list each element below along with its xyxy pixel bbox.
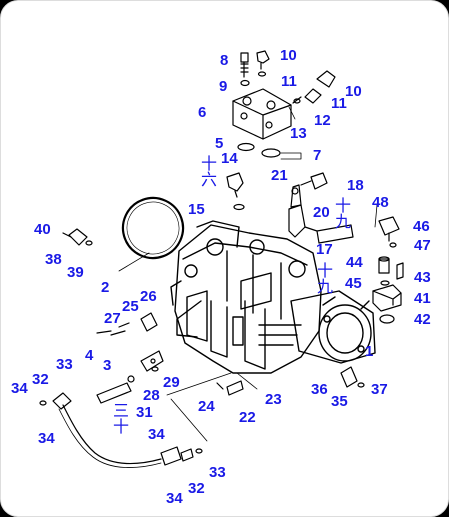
callout-23: 23 — [265, 391, 282, 408]
gasket-ring — [121, 196, 185, 260]
o-ring-5 — [237, 142, 255, 152]
callout-18: 18 — [347, 177, 364, 194]
callout-25: 25 — [122, 298, 139, 315]
callout-34-bottom: 34 — [166, 490, 183, 507]
callout-34-lower-left: 34 — [38, 430, 55, 447]
callout-34-mid: 34 — [148, 426, 165, 443]
right-side-parts — [372, 204, 404, 324]
callout-10-upper: 10 — [280, 47, 297, 64]
callout-33-left: 33 — [56, 356, 73, 373]
callout-48: 48 — [372, 194, 389, 211]
callout-32-left: 32 — [32, 371, 49, 388]
callout-11-upper: 11 — [281, 73, 297, 90]
kanji-callout-19-lower: 十 九 — [317, 261, 334, 296]
callout-13: 13 — [290, 125, 307, 142]
kanji-callout-30: 三 十 — [113, 401, 130, 436]
callout-15: 15 — [188, 201, 205, 218]
callout-42: 42 — [414, 311, 431, 328]
callout-1: 1 — [365, 343, 374, 360]
callout-6: 6 — [198, 104, 207, 121]
callout-2: 2 — [101, 279, 110, 296]
callout-47: 47 — [414, 237, 431, 254]
callout-29: 29 — [163, 374, 180, 391]
fitting-12 — [292, 70, 336, 104]
callout-21: 21 — [271, 167, 288, 184]
callout-36: 36 — [311, 381, 328, 398]
callout-32-bottom: 32 — [188, 480, 205, 497]
fitting-10-upper — [256, 50, 270, 70]
callout-35: 35 — [331, 393, 348, 410]
callout-26: 26 — [140, 288, 157, 305]
callout-38: 38 — [45, 251, 62, 268]
callout-4: 4 — [85, 347, 94, 364]
hose-assembly — [39, 382, 203, 468]
callout-17: 17 — [316, 241, 333, 258]
callout-37: 37 — [371, 381, 388, 398]
callout-7: 7 — [313, 147, 322, 164]
bolt-8 — [240, 52, 249, 78]
callout-24: 24 — [198, 398, 215, 415]
callout-3: 3 — [103, 357, 112, 374]
pump-barrel-1 — [290, 290, 376, 364]
fitting-38 — [62, 228, 93, 246]
pressure-sensor-20 — [288, 184, 306, 238]
callout-34-left: 34 — [11, 380, 28, 397]
callout-9: 9 — [219, 78, 228, 95]
callout-31: 31 — [136, 404, 153, 421]
callout-20: 20 — [313, 204, 330, 221]
top-valve-block — [232, 88, 292, 140]
main-pump-body — [170, 220, 322, 374]
fitting-18 — [300, 172, 328, 190]
callout-8: 8 — [220, 52, 229, 69]
elbow-fitting-14 — [226, 172, 244, 198]
callout-10-right: 10 — [345, 83, 362, 100]
callout-44: 44 — [346, 254, 363, 271]
callout-12: 12 — [314, 112, 331, 129]
callout-41: 41 — [414, 290, 431, 307]
callout-46: 46 — [413, 218, 430, 235]
callout-5: 5 — [215, 135, 224, 152]
callout-22: 22 — [239, 409, 256, 426]
callout-28: 28 — [143, 387, 160, 404]
callout-40: 40 — [34, 221, 51, 238]
callout-43: 43 — [414, 269, 431, 286]
callout-39: 39 — [67, 264, 84, 281]
callout-27: 27 — [104, 310, 121, 327]
kanji-callout-19: 十 九 — [335, 196, 352, 231]
kanji-callout-16: 十 六 — [201, 154, 218, 189]
callout-33-bottom: 33 — [209, 464, 226, 481]
callout-14: 14 — [221, 150, 238, 167]
callout-11-right: 11 — [331, 95, 347, 112]
callout-45: 45 — [345, 275, 362, 292]
fitting-26 — [96, 312, 158, 336]
